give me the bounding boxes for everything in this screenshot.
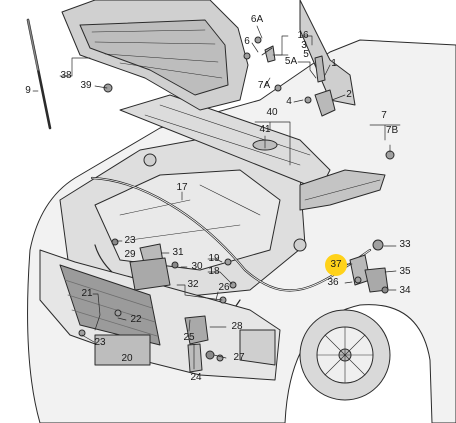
highlight-37 (325, 254, 347, 276)
callout-7b: 7B (385, 125, 399, 136)
callout-6a: 6A (250, 14, 264, 25)
callout-6: 6 (244, 36, 250, 47)
callout-25: 25 (183, 332, 195, 343)
callout-29: 29 (124, 249, 136, 260)
callout-4: 4 (286, 96, 292, 107)
callout-34: 34 (399, 285, 411, 296)
callout-9: 9 (25, 85, 31, 96)
callout-28: 28 (231, 321, 243, 332)
callout-21: 21 (81, 288, 93, 299)
callout-33: 33 (399, 239, 411, 250)
callout-30: 30 (191, 261, 203, 272)
callout-24: 24 (190, 372, 202, 383)
callout-16: 16 (297, 30, 309, 41)
callout-7a: 7A (257, 80, 271, 91)
callout-38: 38 (60, 70, 72, 81)
callout-17: 17 (176, 182, 188, 193)
callout-2: 2 (346, 89, 352, 100)
callout-23-top: 23 (124, 235, 136, 246)
callout-35: 35 (399, 266, 411, 277)
callout-3: 3 (301, 40, 307, 51)
callout-5: 5 (303, 49, 309, 60)
callout-5a: 5A (284, 56, 298, 67)
callout-23-bottom: 23 (94, 337, 106, 348)
callout-1: 1 (331, 58, 337, 69)
callout-26: 26 (218, 282, 230, 293)
callout-27: 27 (233, 352, 245, 363)
callout-40: 40 (266, 107, 278, 118)
callout-37: 37 (330, 259, 342, 270)
callout-7: 7 (381, 110, 387, 121)
callout-41: 41 (259, 124, 271, 135)
cowl-panel (119, 94, 331, 191)
callout-20: 20 (121, 353, 133, 364)
callout-18: 18 (208, 266, 220, 277)
callout-36: 36 (327, 277, 339, 288)
callout-39: 39 (80, 80, 92, 91)
callout-19: 19 (208, 253, 220, 264)
front-grille (59, 264, 161, 346)
callout-31: 31 (172, 247, 184, 258)
callout-32: 32 (187, 279, 199, 290)
callout-22: 22 (130, 314, 142, 325)
